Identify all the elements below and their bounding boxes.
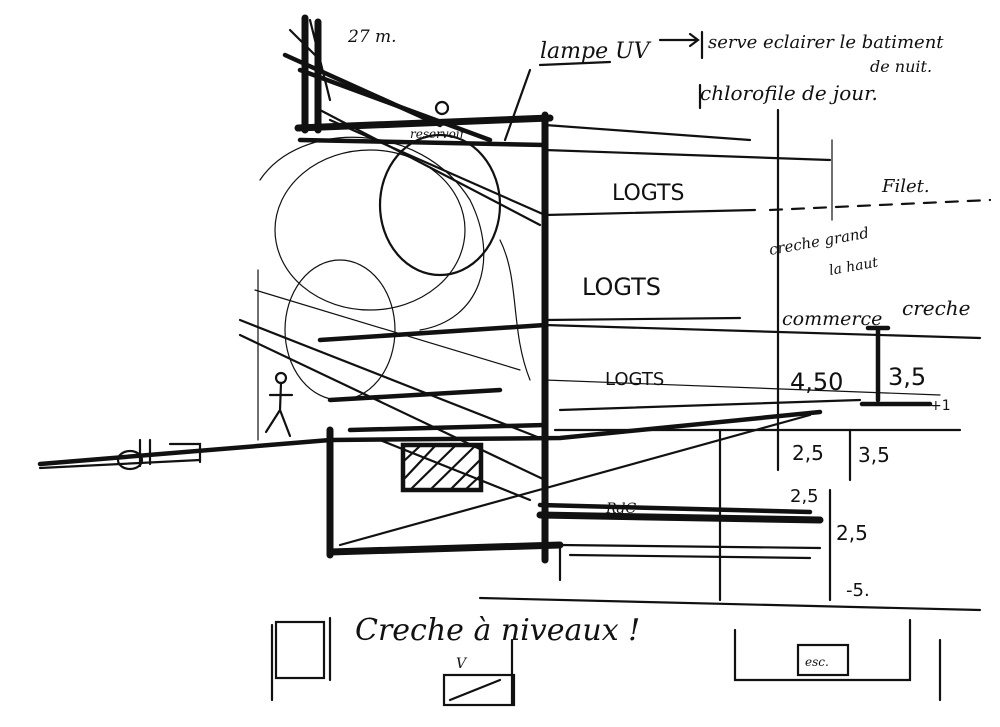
dim-neg-5: -5.	[846, 580, 870, 601]
uv-purpose-line1: serve eclairer le batiment	[708, 32, 944, 53]
creche-label: creche	[902, 296, 971, 320]
right-structure	[718, 108, 933, 602]
arrow-icon	[503, 30, 704, 142]
dim-3-5-b: 3,5	[858, 443, 890, 467]
human-figure	[257, 269, 294, 441]
dim-2-5-c: 2,5	[836, 521, 868, 545]
chlorophyll-label: chlorofile de jour.	[700, 81, 878, 105]
caption: Creche à niveaux !	[355, 613, 640, 648]
height-label: 27 m.	[347, 27, 397, 47]
detail-boxes	[270, 616, 942, 707]
hatched-block	[400, 442, 484, 493]
box-label: esc.	[805, 655, 829, 669]
creche-top-line2: la haut	[828, 255, 880, 279]
ramp-lines	[238, 289, 962, 547]
commerce-label: commerce	[782, 308, 882, 330]
tree-outlines	[259, 133, 531, 401]
dim-4-50: 4,50	[790, 368, 843, 396]
store-below-label: RdC	[605, 501, 637, 517]
reservoir-label: reservoir	[410, 127, 467, 141]
dim-3-5-a: 3,5	[888, 363, 926, 391]
roof-structure	[282, 18, 547, 227]
dim-2-5-b: 2,5	[790, 486, 819, 507]
uv-lamp-label: lampe UV	[540, 39, 652, 64]
dim-2-5-a: 2,5	[792, 441, 824, 465]
creche-top-line1: creche grand	[768, 224, 871, 259]
building-section	[294, 14, 982, 612]
vent-label: V	[456, 656, 468, 672]
dwellings-label-3: LOGTS	[605, 369, 664, 390]
uv-purpose-line2: de nuit.	[870, 57, 932, 76]
net-label: Filet.	[881, 176, 930, 197]
net-line	[768, 198, 992, 212]
dwellings-label-2: LOGTS	[582, 273, 661, 301]
ground-line	[37, 409, 823, 471]
dwellings-label-1: LOGTS	[612, 181, 684, 206]
level-label: +1	[930, 398, 951, 414]
